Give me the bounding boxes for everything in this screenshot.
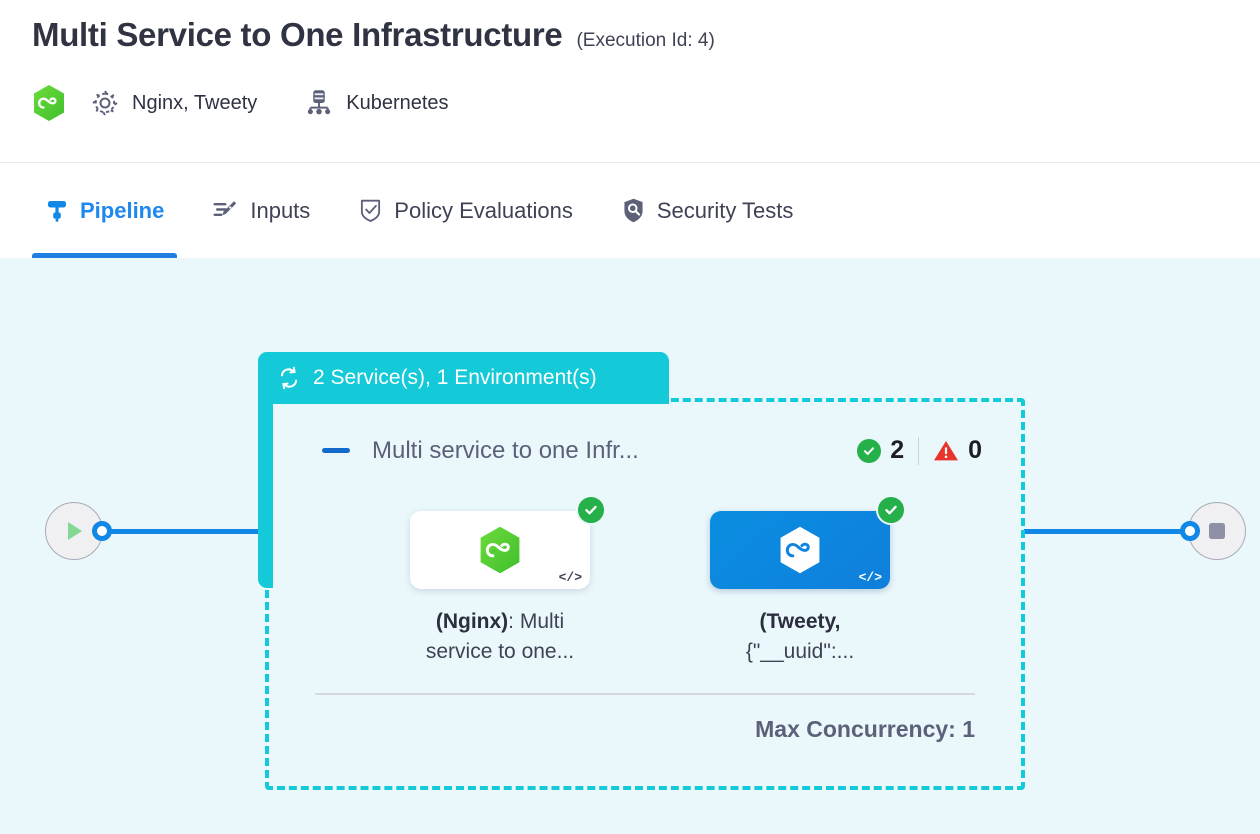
max-concurrency-label: Max Concurrency: 1	[755, 716, 975, 742]
shield-check-icon	[358, 197, 383, 224]
group-footer-divider	[315, 693, 975, 695]
check-circle-icon	[876, 495, 906, 525]
service-label: (Tweety, {"__uuid":...	[710, 607, 890, 667]
tab-security-tests[interactable]: Security Tests	[608, 163, 807, 258]
harness-hexagon-icon	[478, 525, 522, 575]
service-name-bold: (Tweety,	[759, 610, 841, 633]
warning-triangle-icon	[933, 439, 959, 463]
pipeline-start-node[interactable]	[45, 502, 103, 560]
code-brackets-icon: </>	[558, 570, 582, 585]
page-header: Multi Service to One Infrastructure (Exe…	[0, 0, 1260, 163]
page-title: Multi Service to One Infrastructure	[32, 16, 563, 53]
group-badge[interactable]: 2 Service(s), 1 Environment(s)	[258, 352, 669, 404]
pipeline-canvas[interactable]: 2 Service(s), 1 Environment(s) Multi ser…	[0, 258, 1260, 834]
warning-count: 0	[968, 436, 982, 464]
collapse-toggle[interactable]	[322, 448, 350, 453]
tab-policy-evaluations[interactable]: Policy Evaluations	[345, 163, 586, 258]
pipeline-end-node[interactable]	[1188, 502, 1246, 560]
tab-pipeline[interactable]: Pipeline	[32, 163, 178, 258]
loop-repeat-icon	[276, 366, 302, 390]
group-dashed-container	[265, 398, 1025, 790]
group-badge-label: 2 Service(s), 1 Environment(s)	[313, 366, 597, 389]
stage-status-counts: 2 0	[857, 436, 982, 465]
start-port[interactable]	[92, 521, 112, 541]
pipeline-icon	[45, 198, 69, 224]
end-port[interactable]	[1180, 521, 1200, 541]
harness-hexagon-icon	[778, 525, 822, 575]
success-count-group: 2	[857, 436, 904, 465]
play-icon	[63, 519, 85, 543]
stage-header-row: Multi service to one Infr... 2	[322, 436, 982, 465]
pencil-edit-icon	[212, 198, 239, 224]
tab-security-tests-label: Security Tests	[656, 197, 794, 223]
tab-inputs[interactable]: Inputs	[199, 163, 323, 258]
connector-line-start	[100, 529, 268, 534]
code-brackets-icon: </>	[858, 570, 882, 585]
check-circle-icon	[857, 438, 882, 463]
stage-name: Multi service to one Infr...	[372, 436, 639, 464]
service-node-nginx[interactable]: </> (Nginx): Multi service to one...	[410, 495, 606, 667]
infrastructure-label: Kubernetes	[346, 91, 449, 114]
kubernetes-cluster-icon	[305, 88, 333, 118]
service-name-bold: (Nginx)	[435, 610, 509, 633]
execution-id-label: (Execution Id: 4)	[576, 30, 715, 51]
title-row: Multi Service to One Infrastructure (Exe…	[32, 16, 715, 54]
service-card[interactable]: </>	[410, 495, 606, 589]
tab-bar: Pipeline Inputs Policy Evaluations	[0, 163, 1260, 258]
tab-pipeline-label: Pipeline	[80, 197, 165, 223]
counts-divider	[918, 436, 920, 465]
stop-icon	[1206, 520, 1228, 542]
warning-count-group: 0	[933, 436, 982, 465]
service-card[interactable]: </>	[710, 495, 906, 589]
connector-line-end	[1024, 529, 1194, 534]
service-node-tweety[interactable]: </> (Tweety, {"__uuid":...	[710, 495, 906, 667]
services-label: Nginx, Tweety	[132, 91, 258, 114]
header-meta-row: Nginx, Tweety Kubernetes	[32, 84, 449, 122]
check-circle-icon	[576, 495, 606, 525]
harness-hexagon-icon	[32, 84, 66, 122]
service-label: (Nginx): Multi service to one...	[410, 607, 590, 667]
gear-icon	[90, 88, 120, 118]
service-name-rest: {"__uuid":...	[745, 639, 855, 663]
success-count: 2	[890, 436, 905, 464]
service-name-rest: : Multi service to one...	[425, 610, 575, 663]
tab-inputs-label: Inputs	[250, 197, 311, 223]
shield-search-icon	[621, 197, 646, 224]
tab-policy-evaluations-label: Policy Evaluations	[394, 197, 573, 223]
